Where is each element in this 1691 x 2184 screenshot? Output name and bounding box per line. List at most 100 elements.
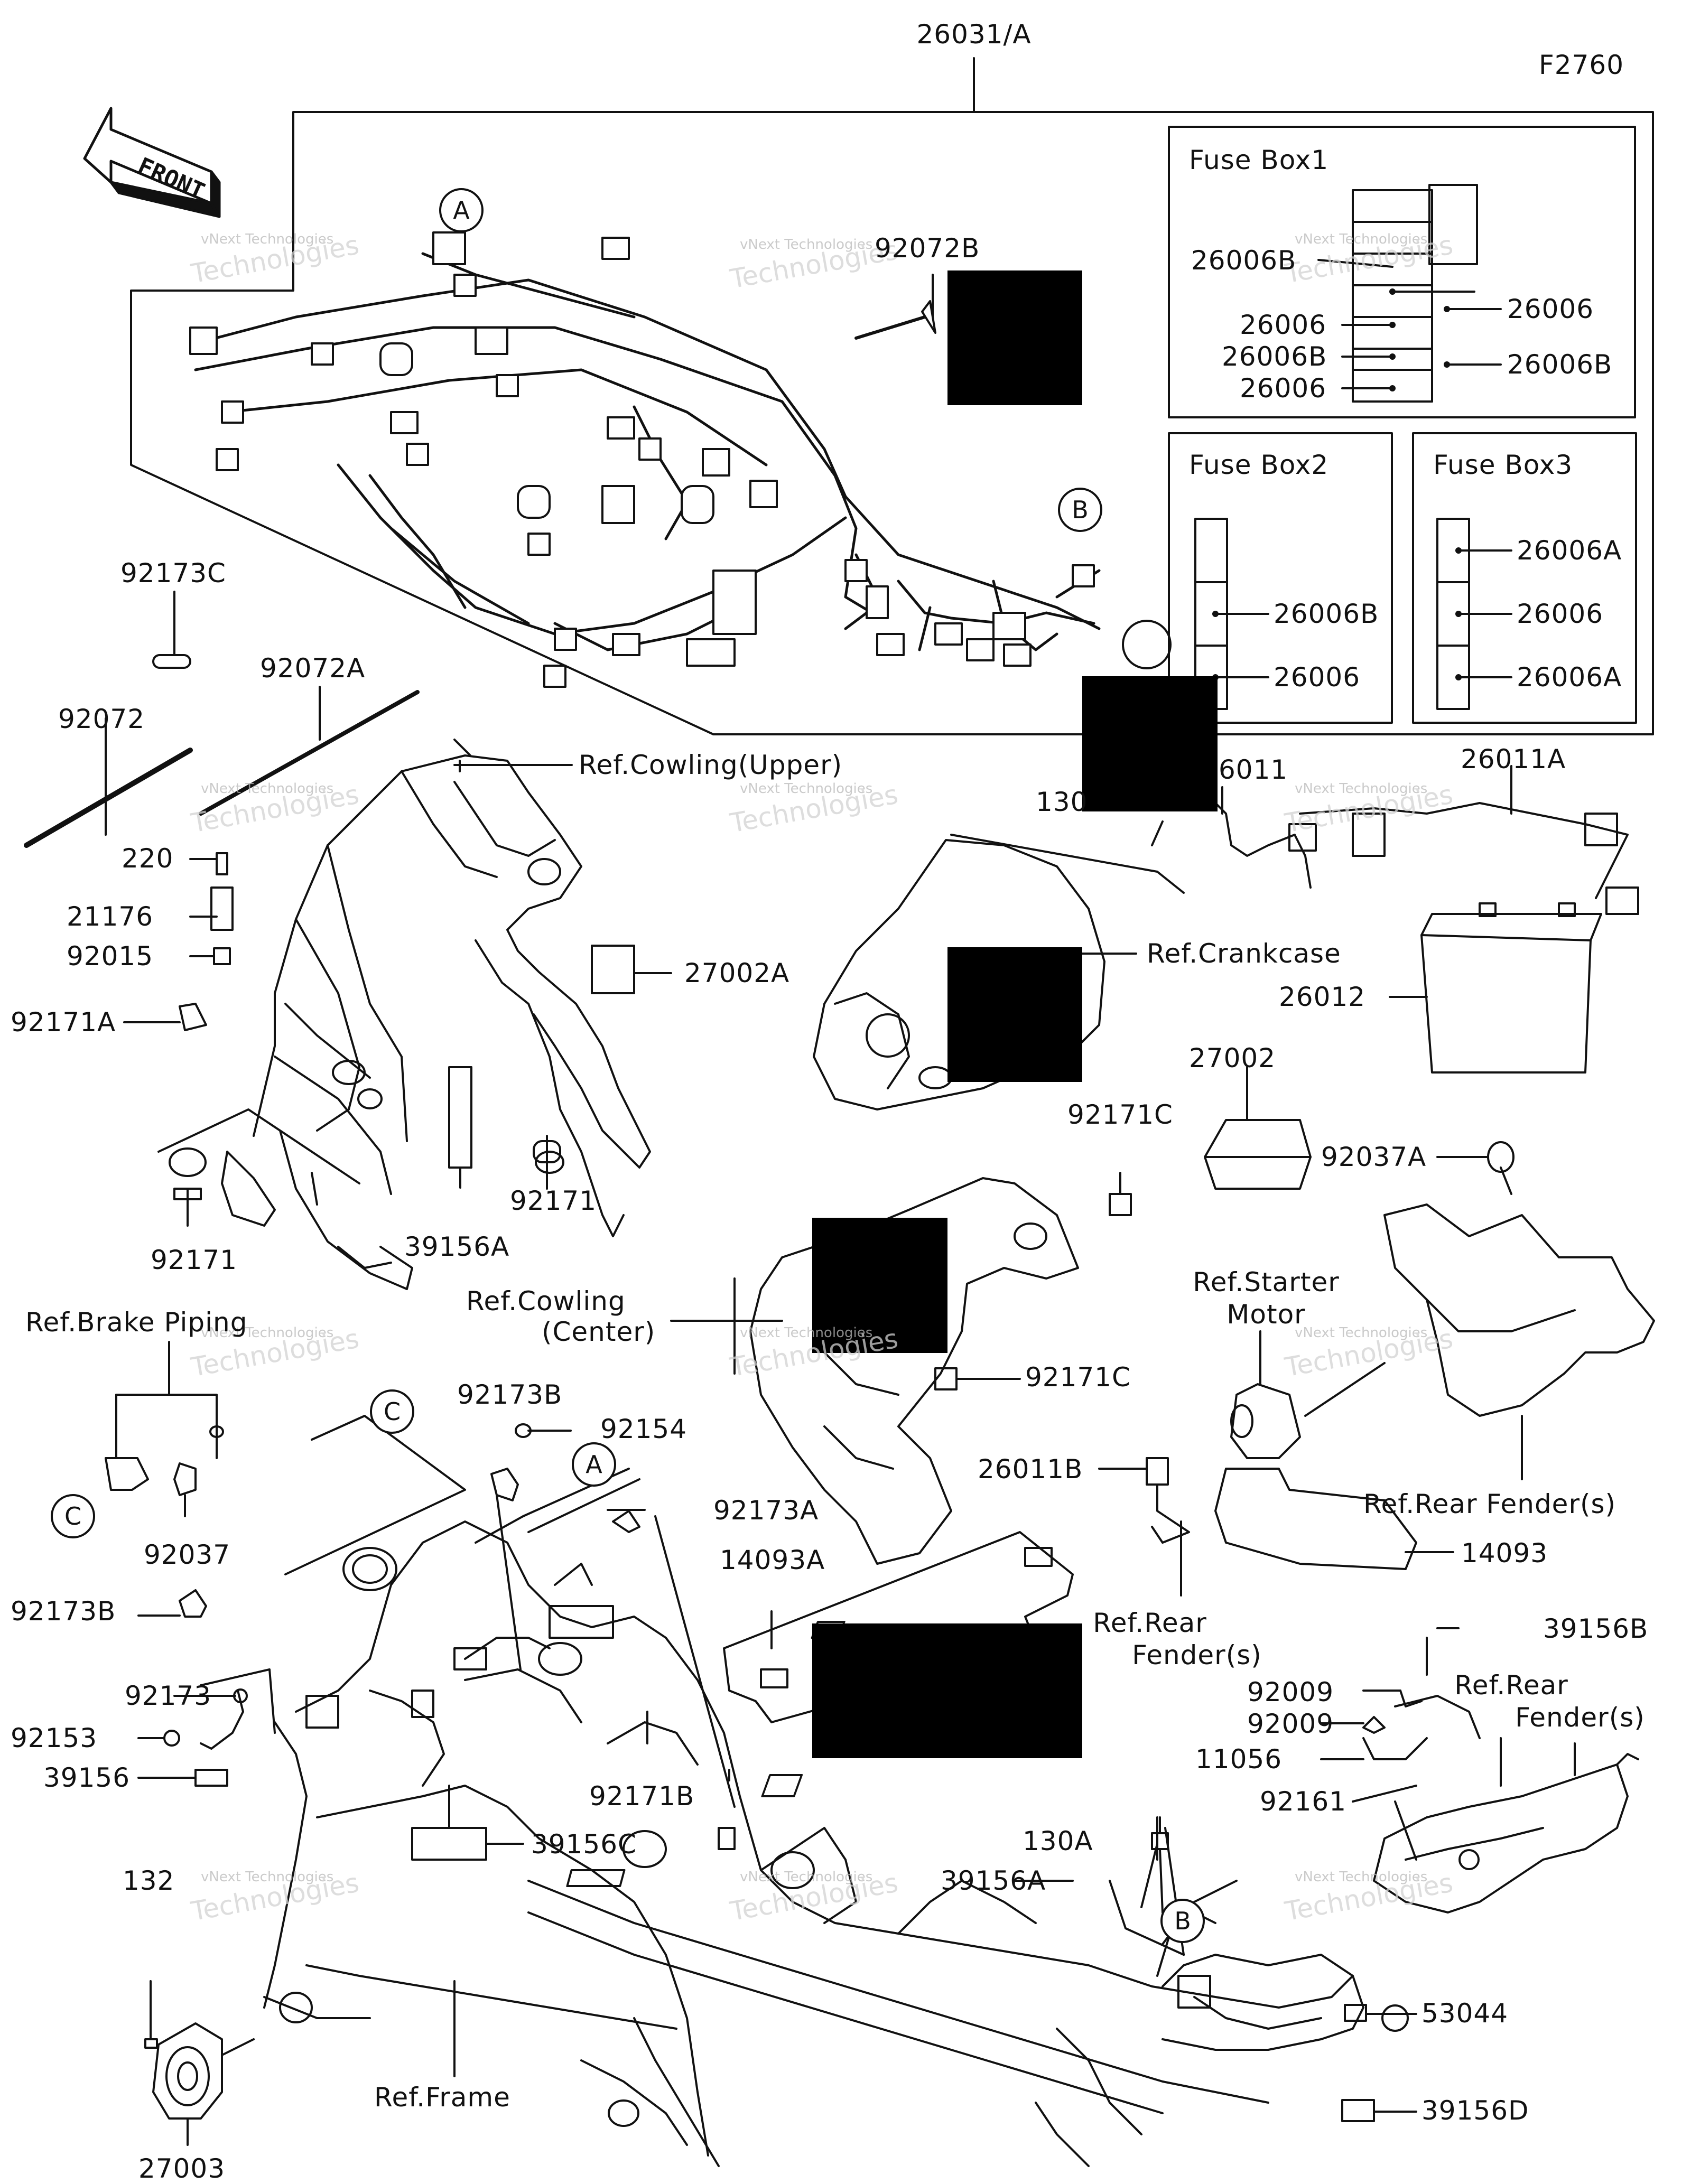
label-ref-cowling-upper: Ref.Cowling(Upper) [579, 750, 843, 780]
label-92153: 92153 [11, 1723, 98, 1753]
label-fb3-26006: 26006 [1517, 599, 1604, 629]
upper-frame [221, 739, 651, 1290]
label-fb3-26006A-top: 26006A [1517, 535, 1622, 566]
label-27003: 27003 [138, 2153, 226, 2184]
label-27002: 27002 [1189, 1043, 1276, 1074]
redaction-blocks [812, 270, 1218, 1758]
label-ref-frame: Ref.Frame [374, 2082, 510, 2113]
label-14093: 14093 [1461, 1538, 1548, 1569]
label-92037A: 92037A [1321, 1142, 1427, 1172]
label-130A: 130A [1023, 1826, 1093, 1856]
label-ref-starter-line1: Ref.Starter [1193, 1267, 1340, 1298]
label-92171-low: 92171 [151, 1245, 238, 1275]
marker-circle-a-mid [572, 1442, 616, 1487]
fuse-box3-title: Fuse Box3 [1433, 450, 1573, 480]
label-ref-rear-fender-2-line1: Ref.Rear [1093, 1608, 1207, 1638]
label-26011B: 26011B [978, 1454, 1083, 1485]
label-92173B-left: 92173B [11, 1596, 116, 1627]
label-fb3-26006A-bot: 26006A [1517, 662, 1622, 693]
label-92009-a: 92009 [1247, 1677, 1334, 1707]
label-fb1-26006B-top: 26006B [1191, 245, 1297, 276]
label-92171-mid: 92171 [510, 1186, 597, 1216]
marker-b-top-text: B [1072, 496, 1089, 524]
label-39156: 39156 [43, 1762, 131, 1793]
label-130-partial: 130 [1036, 787, 1088, 817]
fuse-box1-frame [1168, 126, 1636, 418]
label-26011-partial: 6011 [1219, 754, 1288, 785]
label-92009-b: 92009 [1247, 1709, 1334, 1739]
label-92171C-bot: 92171C [1025, 1362, 1131, 1393]
label-92072B: 92072B [875, 233, 980, 264]
label-26012: 26012 [1279, 982, 1366, 1012]
harness-connectors [189, 231, 1172, 688]
label-132: 132 [123, 1865, 175, 1896]
lower-frame [263, 1520, 1409, 2167]
label-92154: 92154 [600, 1414, 687, 1444]
label-11056: 11056 [1195, 1744, 1283, 1775]
horn-icon [152, 2022, 223, 2120]
label-26011A: 26011A [1461, 744, 1566, 774]
label-26031-a: 26031/A [916, 19, 1032, 50]
label-220: 220 [122, 843, 174, 874]
marker-circle-c-left [51, 1494, 95, 1538]
label-39156A-top: 39156A [404, 1231, 510, 1262]
label-92037: 92037 [144, 1539, 231, 1570]
label-ref-crankcase: Ref.Crankcase [1147, 938, 1341, 969]
label-92161: 92161 [1260, 1786, 1347, 1817]
label-53044: 53044 [1421, 1998, 1509, 2029]
label-ref-cowling-center-line2: (Center) [542, 1317, 656, 1347]
label-39156B: 39156B [1543, 1613, 1649, 1644]
marker-b-low-text: B [1174, 1907, 1191, 1935]
marker-circle-b-top [1058, 488, 1102, 532]
label-92171B: 92171B [589, 1781, 695, 1812]
label-ref-rear-fender-2-line2: Fender(s) [1132, 1640, 1262, 1670]
marker-circle-b-low [1160, 1899, 1205, 1943]
label-92173C: 92173C [120, 558, 226, 589]
label-fb1-26006-a: 26006 [1240, 310, 1327, 340]
label-39156D: 39156D [1421, 2095, 1529, 2126]
label-fb1-26006-c: 26006 [1240, 373, 1327, 404]
label-39156A-bot: 39156A [941, 1865, 1046, 1896]
fuse-box1-title: Fuse Box1 [1189, 145, 1329, 175]
label-ref-rear-fender-3-line2: Fender(s) [1515, 1702, 1645, 1733]
label-14093A: 14093A [720, 1545, 825, 1575]
label-27002A: 27002A [684, 958, 790, 988]
label-92173: 92173 [125, 1681, 212, 1711]
label-92015: 92015 [67, 941, 154, 972]
marker-c-mid-text: C [384, 1397, 401, 1426]
fuse-box2-frame [1168, 432, 1393, 724]
fuse-box2-title: Fuse Box2 [1189, 450, 1329, 480]
label-ref-brake-piping: Ref.Brake Piping [25, 1307, 248, 1338]
label-fb2-26006: 26006 [1274, 662, 1361, 693]
label-fb1-right-26006: 26006 [1507, 294, 1594, 324]
label-ref-rear-fender-3-line1: Ref.Rear [1454, 1670, 1568, 1701]
marker-c-left-text: C [64, 1502, 81, 1530]
label-92171C-top: 92171C [1067, 1099, 1173, 1130]
marker-circle-a-top [439, 188, 484, 232]
label-fb1-right-26006B: 26006B [1507, 349, 1613, 380]
label-fb2-26006B: 26006B [1274, 599, 1379, 629]
label-92072A: 92072A [260, 653, 366, 684]
marker-a-mid-text: A [586, 1450, 602, 1479]
label-92171A: 92171A [11, 1007, 116, 1038]
front-arrow-icon [83, 107, 221, 218]
label-ref-starter-line2: Motor [1227, 1299, 1306, 1330]
harness-boundary [130, 111, 1654, 735]
figure-code: F2760 [1539, 50, 1624, 80]
label-92173B-top: 92173B [457, 1379, 563, 1410]
label-ref-rear-fender-1: Ref.Rear Fender(s) [1363, 1489, 1616, 1519]
fuse-box3-frame [1412, 432, 1637, 724]
label-92072: 92072 [58, 704, 145, 734]
